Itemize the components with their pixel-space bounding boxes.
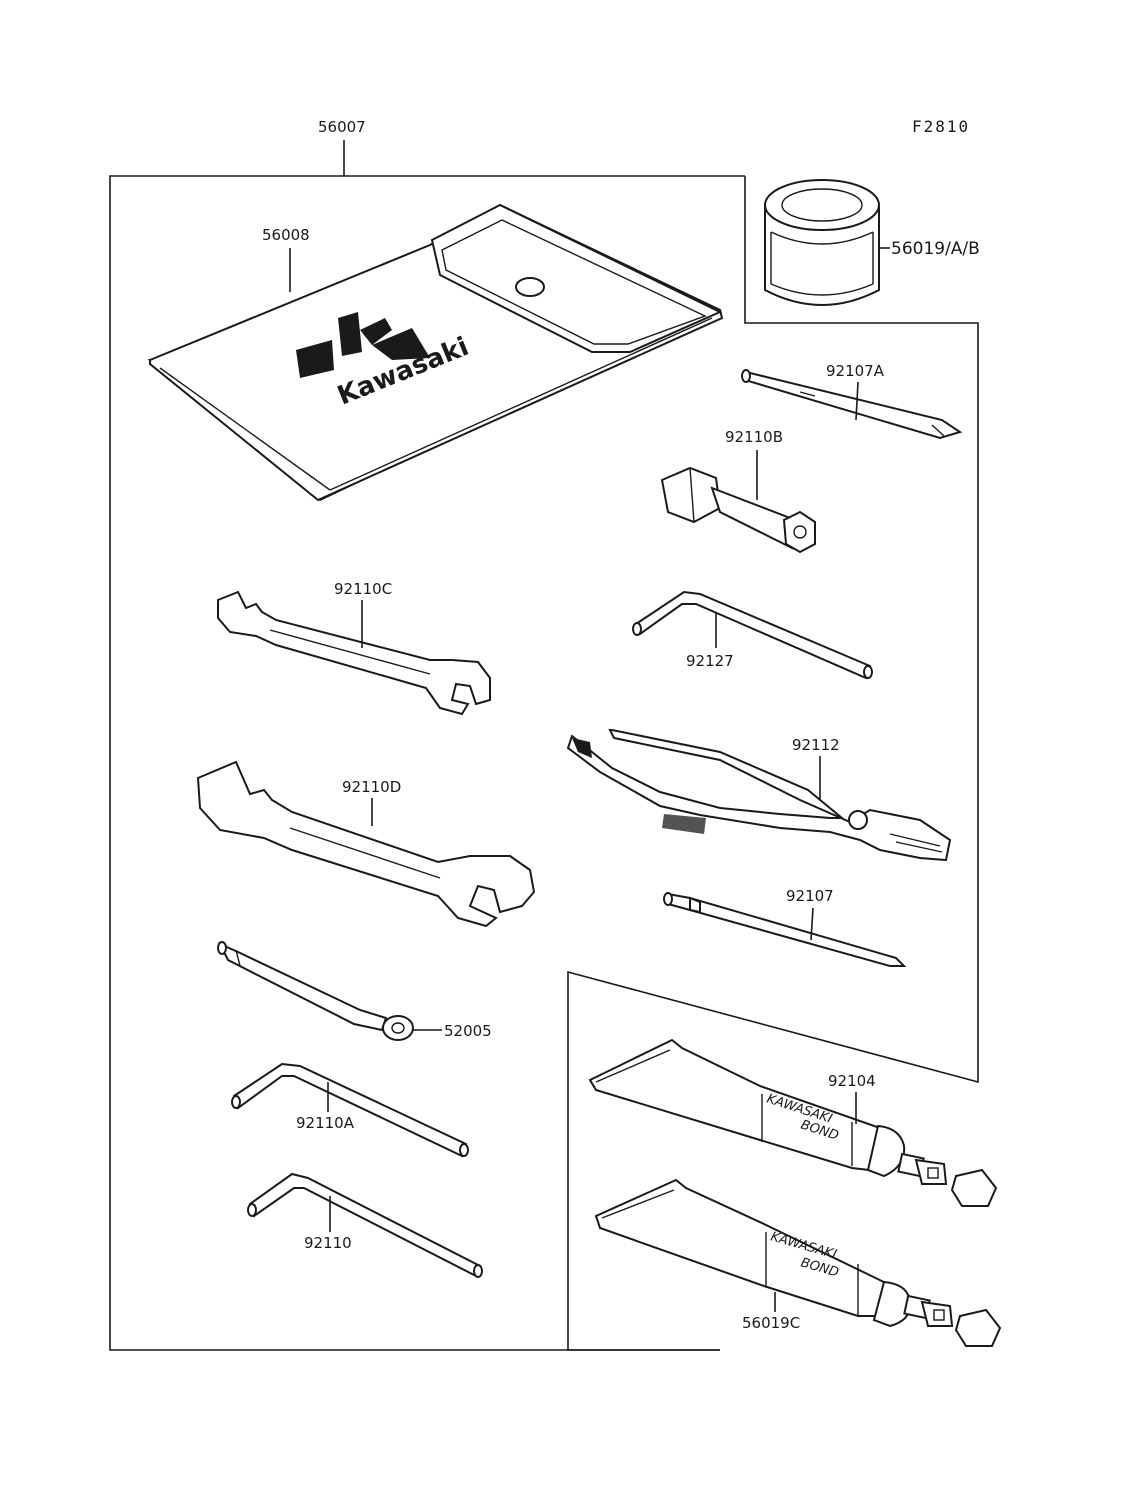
label-56008: 56008 <box>262 226 310 244</box>
label-92110c: 92110C <box>334 580 392 598</box>
hex-key-92110a <box>231 1062 469 1158</box>
label-56007: 56007 <box>318 118 366 136</box>
label-92107a: 92107A <box>826 362 885 380</box>
kit-outline-left <box>109 175 745 1351</box>
label-56019-a-b: 56019/A/B <box>891 239 980 259</box>
label-92110a: 92110A <box>296 1114 355 1132</box>
pliers <box>566 729 952 862</box>
label-92110b: 92110B <box>725 428 783 446</box>
screwdriver <box>663 892 907 967</box>
box-wrench <box>660 466 816 554</box>
label-52005: 52005 <box>444 1022 492 1040</box>
label-56019c: 56019C <box>742 1314 800 1332</box>
figure-code: F2810 <box>912 117 970 136</box>
hex-key-92127 <box>632 590 873 680</box>
screwdriver-small <box>741 369 963 440</box>
hex-key-92110 <box>247 1172 483 1278</box>
label-92107: 92107 <box>786 887 834 905</box>
wrench-large <box>196 760 536 928</box>
kit-outline-right <box>567 176 979 1351</box>
leader-92107a <box>855 381 859 421</box>
tool-pouch: Kawasaki <box>147 203 724 502</box>
label-92110d: 92110D <box>342 778 401 796</box>
wrench-small <box>217 590 491 716</box>
label-92104: 92104 <box>828 1072 876 1090</box>
bond-tube-92104: KAWASAKI BOND <box>588 1038 998 1207</box>
grease-can <box>764 179 880 306</box>
handle <box>217 941 414 1041</box>
label-92127: 92127 <box>686 652 734 670</box>
label-92112: 92112 <box>792 736 840 754</box>
leader-92107 <box>810 907 814 941</box>
bond-tube-56019c: KAWASAKI BOND <box>594 1178 1002 1347</box>
label-92110: 92110 <box>304 1234 352 1252</box>
